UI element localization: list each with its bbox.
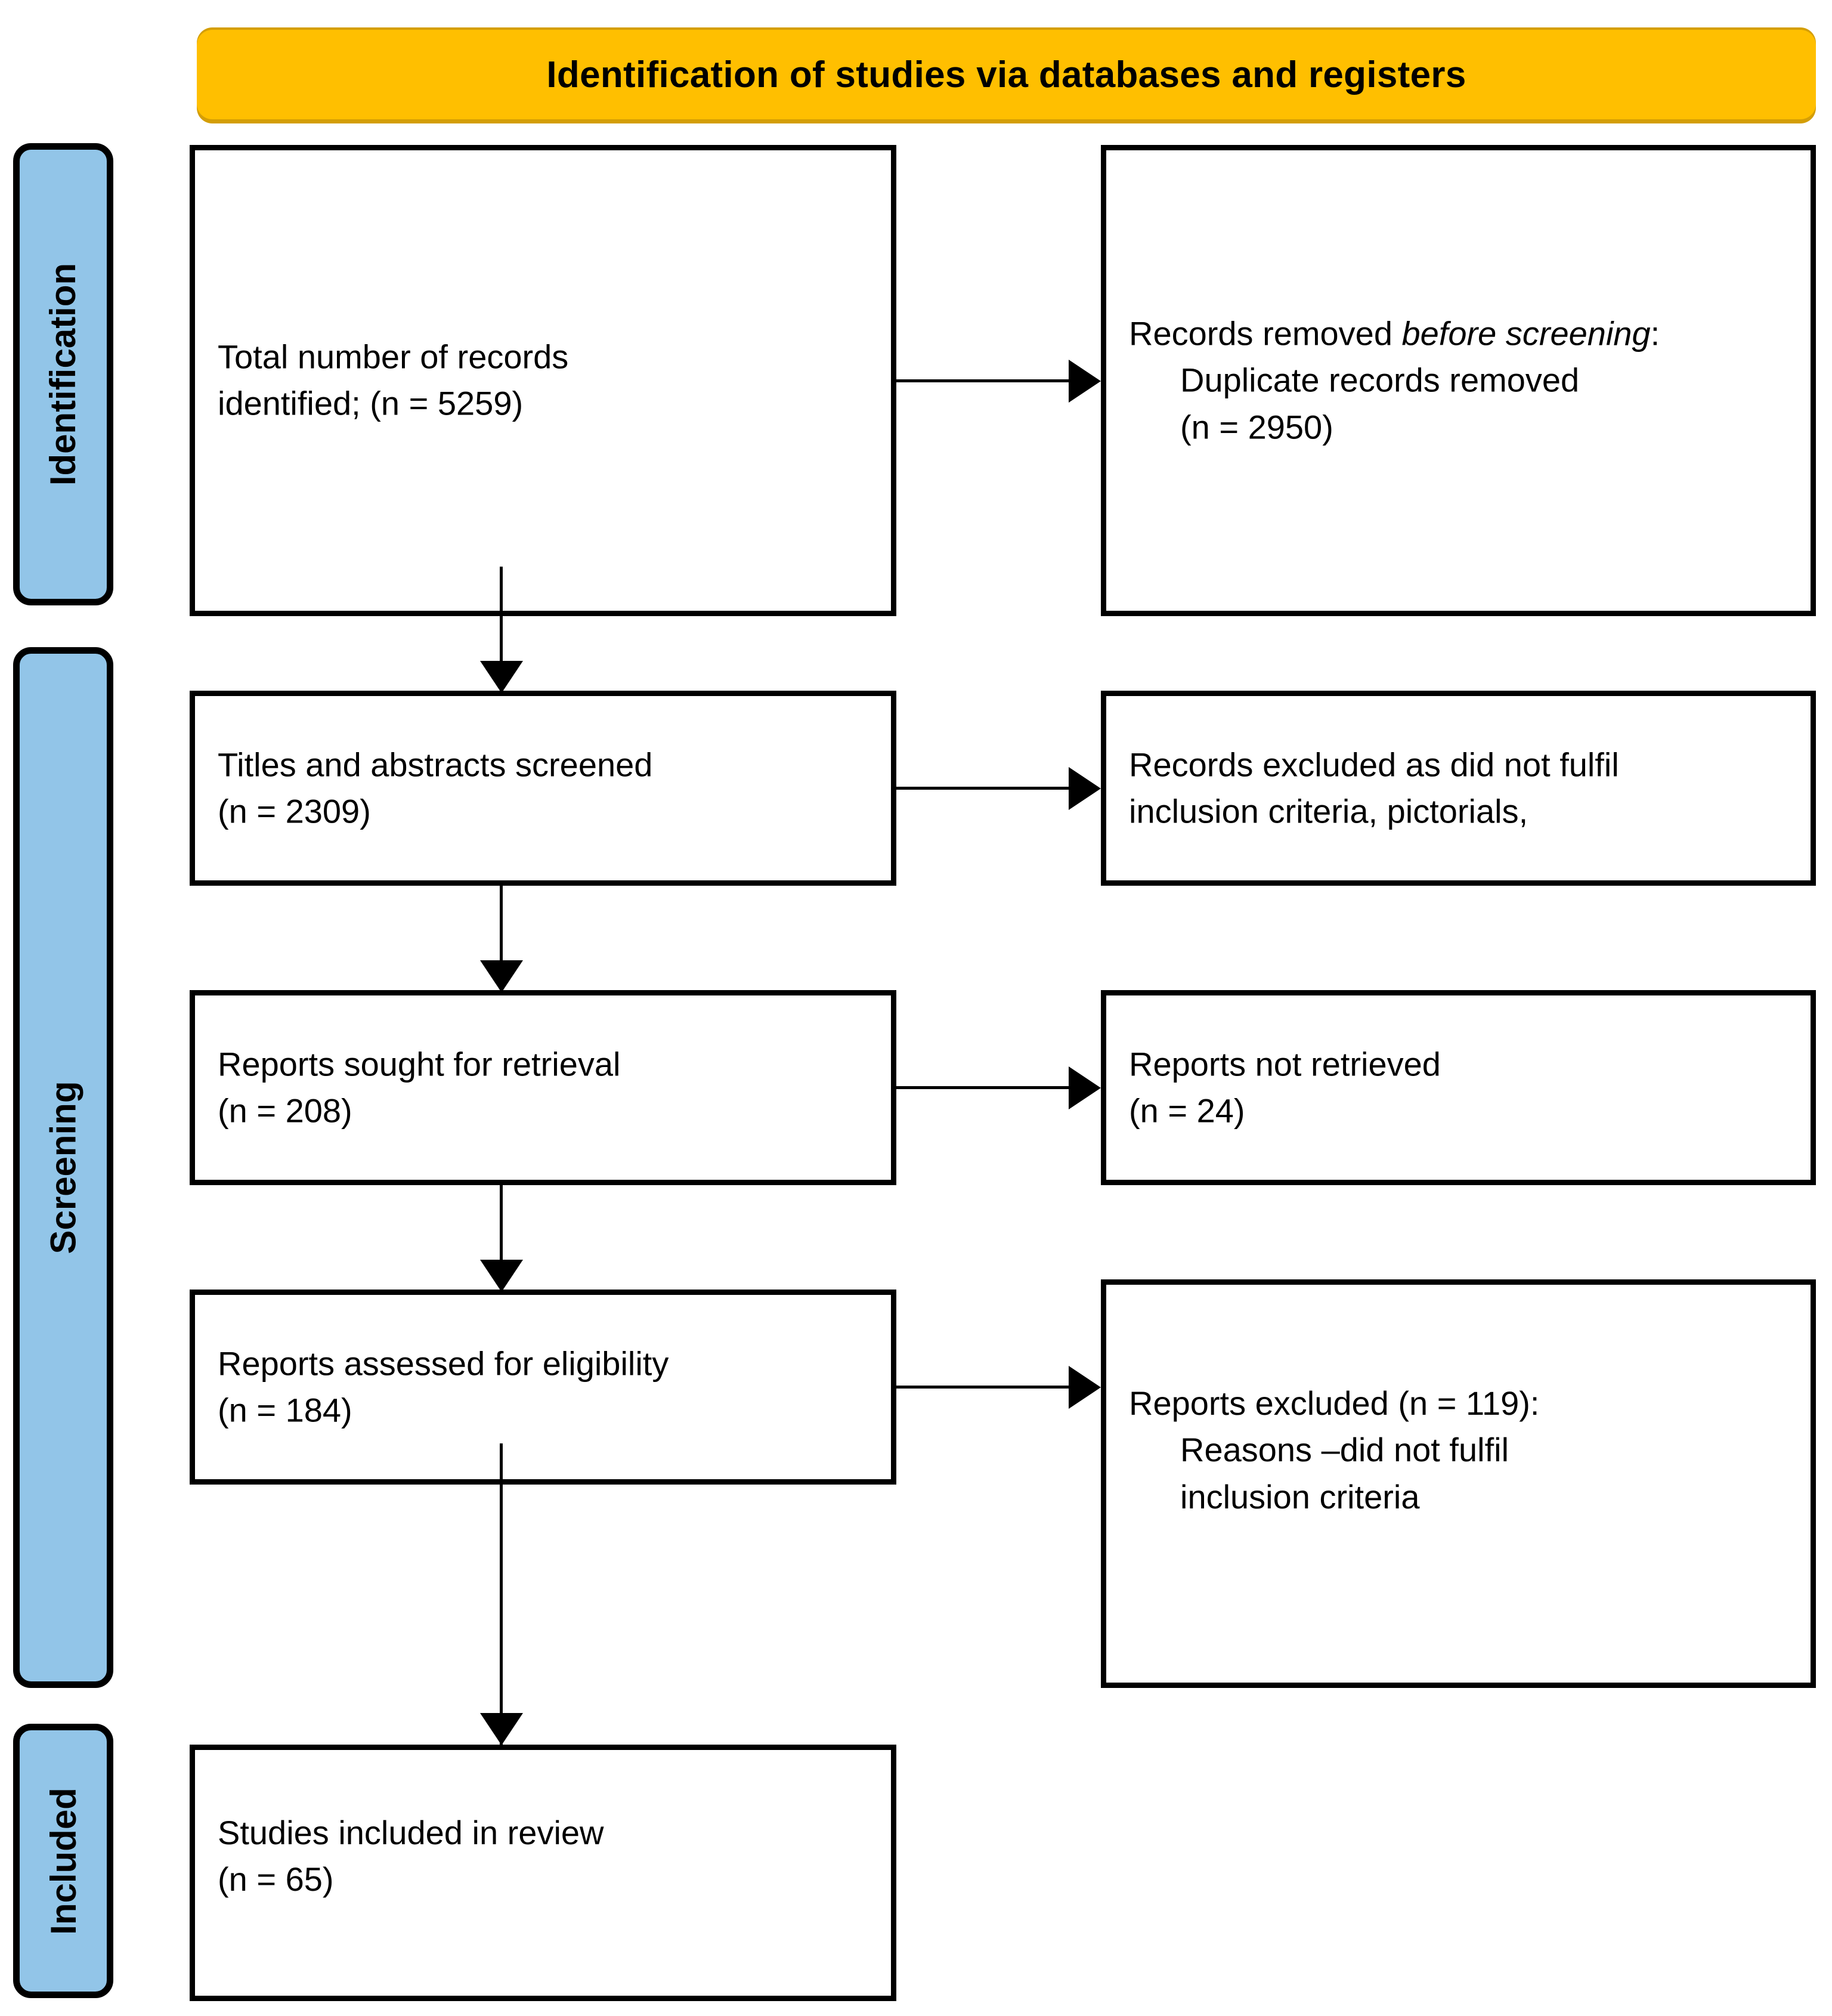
box-records-excluded-text: Records excluded as did not fulfil inclu… [1129, 741, 1795, 835]
box-reports-sought-text: Reports sought for retrieval (n = 208) [218, 1041, 875, 1134]
connector-arrowhead-identified-to-screened [480, 661, 523, 693]
connector-arrowhead-sought-to-not-retrieved [1069, 1066, 1101, 1109]
reports-not-retrieved-line1: Reports not retrieved [1129, 1045, 1441, 1083]
reports-excluded-detail-line2: inclusion criteria [1180, 1477, 1420, 1516]
connector-arrowhead-screened-to-excluded [1069, 767, 1101, 810]
reports-assessed-line1: Reports assessed for eligibility [218, 1344, 669, 1383]
stage-included: Included [13, 1724, 113, 1998]
box-studies-included: Studies included in review (n = 65) [190, 1745, 896, 2001]
records-removed-lead-italic: before screening [1401, 314, 1651, 353]
box-records-identified-text: Total number of records identified; (n =… [218, 334, 875, 428]
records-excluded-line2: inclusion criteria, pictorials, [1129, 792, 1528, 830]
studies-included-line2: (n = 65) [218, 1860, 334, 1898]
reports-excluded-detail-line1: Reasons –did not fulfil [1180, 1431, 1509, 1469]
reports-excluded-line1: Reports excluded (n = 119): [1129, 1384, 1540, 1422]
titles-abstracts-line1: Titles and abstracts screened [218, 746, 653, 784]
header-banner-title: Identification of studies via databases … [546, 54, 1466, 95]
box-reports-not-retrieved-text: Reports not retrieved (n = 24) [1129, 1041, 1795, 1134]
stage-screening: Screening [13, 647, 113, 1688]
records-removed-detail-line2: (n = 2950) [1180, 408, 1333, 446]
box-reports-excluded: Reports excluded (n = 119): Reasons –did… [1101, 1279, 1816, 1688]
stage-screening-label: Screening [43, 1081, 83, 1254]
box-reports-sought: Reports sought for retrieval (n = 208) [190, 990, 896, 1185]
connector-line-identified-to-screened [500, 567, 503, 692]
stage-identification-label: Identification [43, 262, 83, 486]
box-records-removed-before-screening: Records removed before screening: Duplic… [1101, 145, 1816, 616]
header-banner: Identification of studies via databases … [197, 30, 1816, 119]
titles-abstracts-line2: (n = 2309) [218, 792, 371, 830]
connector-arrowhead-assessed-to-included [480, 1713, 523, 1745]
connector-line-screened-to-excluded [896, 787, 1081, 790]
studies-included-line1: Studies included in review [218, 1814, 604, 1851]
stage-identification: Identification [13, 143, 113, 605]
box-reports-assessed: Reports assessed for eligibility (n = 18… [190, 1290, 896, 1485]
reports-sought-line2: (n = 208) [218, 1092, 352, 1130]
box-titles-abstracts-text: Titles and abstracts screened (n = 2309) [218, 741, 875, 835]
records-excluded-line1: Records excluded as did not fulfil [1129, 746, 1619, 784]
records-removed-lead-plain: Records removed [1129, 314, 1402, 353]
box-records-identified: Total number of records identified; (n =… [190, 145, 896, 616]
connector-arrowhead-sought-to-assessed [480, 1260, 523, 1292]
stage-included-label: Included [43, 1787, 83, 1935]
box-reports-assessed-text: Reports assessed for eligibility (n = 18… [218, 1340, 875, 1434]
connector-line-screened-to-sought [500, 886, 503, 993]
box-studies-included-text: Studies included in review (n = 65) [218, 1810, 875, 1903]
reports-not-retrieved-line2: (n = 24) [1129, 1092, 1245, 1130]
box-titles-abstracts-screened: Titles and abstracts screened (n = 2309) [190, 691, 896, 886]
connector-line-sought-to-assessed [500, 1185, 503, 1293]
connector-arrowhead-identified-to-removed [1069, 360, 1101, 403]
connector-line-assessed-to-excluded [896, 1386, 1081, 1389]
connector-line-sought-to-not-retrieved [896, 1086, 1081, 1089]
box-reports-not-retrieved: Reports not retrieved (n = 24) [1101, 990, 1816, 1185]
connector-line-identified-to-removed [896, 379, 1081, 382]
records-identified-line2: identified; (n = 5259) [218, 385, 524, 422]
box-records-excluded: Records excluded as did not fulfil inclu… [1101, 691, 1816, 886]
connector-line-assessed-to-included [500, 1443, 503, 1748]
box-reports-excluded-text: Reports excluded (n = 119): Reasons –did… [1129, 1380, 1795, 1520]
reports-sought-line1: Reports sought for retrieval [218, 1045, 621, 1083]
records-removed-lead-colon: : [1650, 314, 1660, 353]
box-records-removed-text: Records removed before screening: Duplic… [1129, 310, 1795, 450]
records-removed-detail-line1: Duplicate records removed [1180, 361, 1580, 399]
reports-assessed-line2: (n = 184) [218, 1391, 352, 1429]
connector-arrowhead-assessed-to-excluded [1069, 1366, 1101, 1409]
records-identified-line1: Total number of records [218, 338, 569, 376]
connector-arrowhead-screened-to-sought [480, 960, 523, 992]
